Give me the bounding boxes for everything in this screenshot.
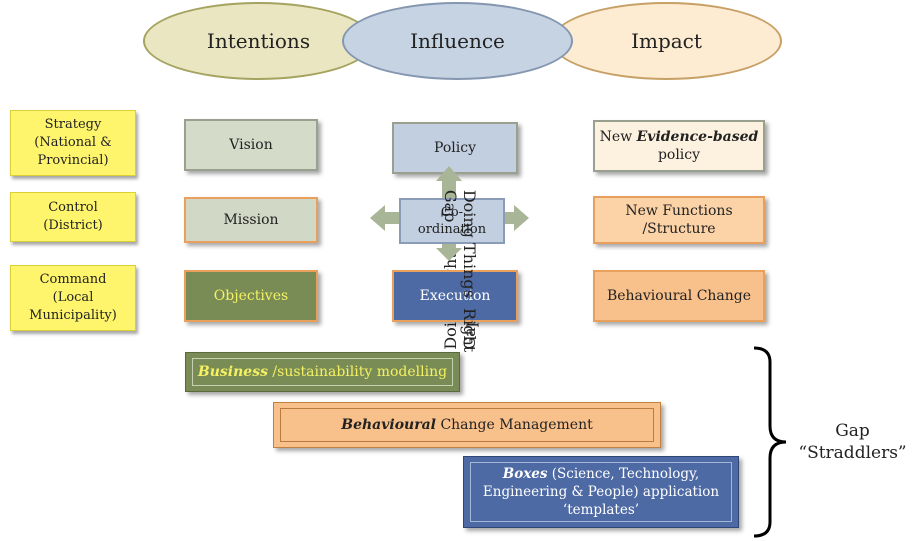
box-mission-label: Mission [223, 212, 279, 228]
box-mission: Mission [184, 197, 318, 243]
bar-business-emphasis: Business [197, 364, 268, 380]
gap-right-line2: Gap [440, 189, 460, 222]
level-command-label: Command (Local Municipality) [29, 272, 117, 323]
bar-boxes-emphasis: Boxes [502, 466, 548, 482]
header-intentions: Intentions [143, 2, 374, 80]
gap-straddlers-line1: Gap [835, 421, 870, 441]
level-strategy-label: Strategy (National & Provincial) [34, 117, 112, 168]
header-influence: Influence [342, 2, 573, 80]
bar-behavioural-change-management: Behavioural Change Management [273, 402, 661, 448]
box-evidence-policy-label: policy [657, 147, 701, 163]
box-policy-label: Policy [434, 140, 476, 156]
box-vision: Vision [184, 119, 318, 171]
level-control: Control (District) [10, 192, 136, 242]
bar-boxes-templates: Boxes (Science, Technology, Engineering … [463, 456, 739, 528]
right-curly-bracket-icon [753, 346, 787, 538]
gap-straddlers-line2: “Straddlers” [798, 443, 907, 463]
bar-behav-emphasis: Behavioural [341, 417, 436, 433]
box-evidence-policy: New Evidence-based policy [593, 120, 765, 172]
level-strategy: Strategy (National & Provincial) [10, 110, 136, 176]
box-coordination-label: Co-ordination [417, 205, 487, 237]
header-impact-label: Impact [631, 29, 702, 53]
box-vision-label: Vision [229, 137, 273, 153]
box-execution-label: Execution [419, 288, 491, 304]
level-command: Command (Local Municipality) [10, 265, 136, 331]
box-evidence-emphasis: Evidence-based [636, 129, 759, 145]
box-policy: Policy [392, 122, 518, 174]
header-impact: Impact [551, 2, 782, 80]
box-new-functions: New Functions /Structure [593, 196, 765, 244]
gap-straddlers-label: Gap “Straddlers” [790, 420, 915, 464]
bar-behav-rest: Change Management [436, 417, 593, 433]
box-behavioural-change-label: Behavioural Change [606, 288, 752, 304]
level-control-label: Control (District) [43, 200, 103, 233]
bar-boxes-rest: (Science, Technology, Engineering & Peop… [482, 466, 720, 518]
box-execution: Execution [392, 270, 518, 322]
header-intentions-label: Intentions [206, 29, 311, 53]
box-new-functions-label: New Functions /Structure [625, 203, 733, 237]
box-behavioural-change: Behavioural Change [593, 270, 765, 322]
gap-right-line1: Doing Things Right [459, 189, 479, 352]
bar-business-modelling: Business /sustainability modelling [185, 352, 460, 392]
header-influence-label: Influence [410, 29, 505, 53]
bar-business-rest: /sustainability modelling [267, 364, 448, 380]
box-objectives: Objectives [184, 270, 318, 322]
box-evidence-new: New [599, 129, 633, 145]
box-coordination: Co-ordination [399, 198, 505, 244]
box-objectives-label: Objectives [213, 288, 289, 304]
